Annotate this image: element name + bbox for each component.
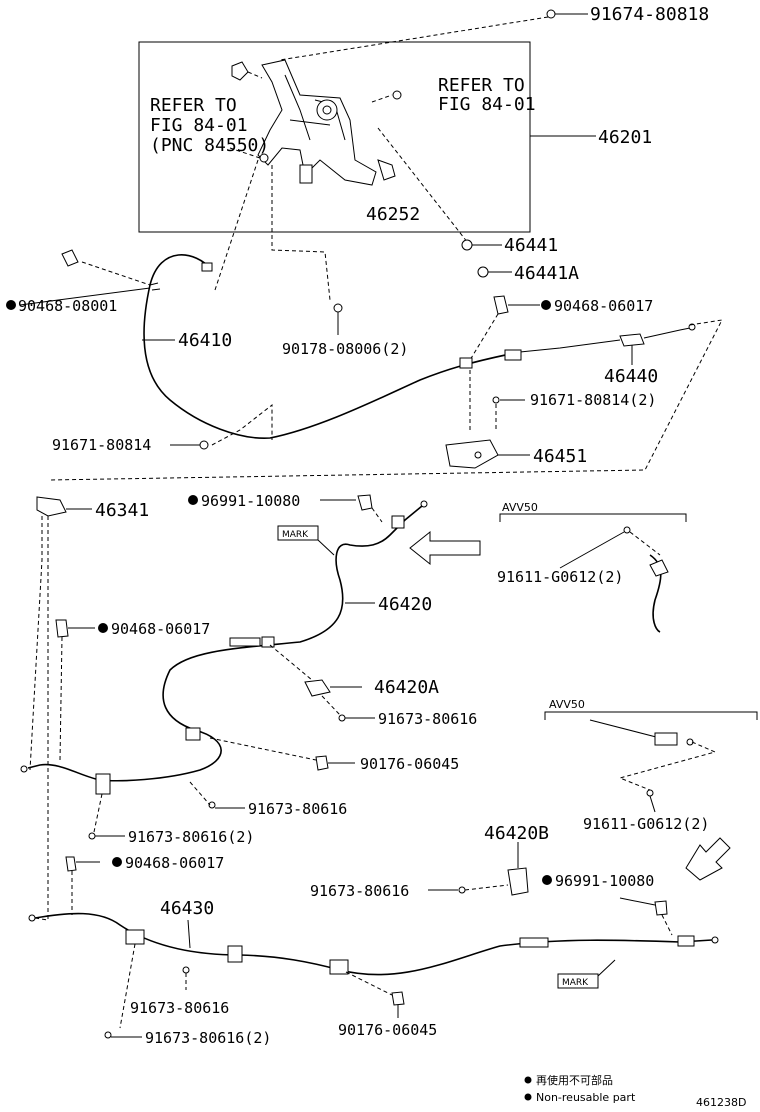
- label-91673-80616-2a: 91673-80616(2): [128, 828, 254, 846]
- label-90176-06045-lower: 90176-06045: [338, 1021, 437, 1039]
- bolt-icon: [546, 9, 556, 19]
- variant-box-upper: [499, 513, 687, 522]
- label-91673-80616-d: 91673-80616: [130, 999, 229, 1017]
- clip-46341-icon: [36, 496, 67, 517]
- label-46420: 46420: [378, 594, 432, 615]
- label-91673-80616-b: 91673-80616: [248, 800, 347, 818]
- label-90178-08006: 90178-08006(2): [282, 340, 408, 358]
- label-91673-80616-a: 91673-80616: [378, 710, 477, 728]
- bolt-90178-icon: [333, 303, 343, 313]
- label-46451: 46451: [533, 446, 587, 467]
- clip-46441-icon: [461, 239, 473, 251]
- clip-90468-08001-icon: [61, 249, 79, 267]
- legend-en: Non-reusable part: [536, 1091, 636, 1104]
- label-90468-06017-mid: 90468-06017: [111, 620, 210, 638]
- label-46420a: 46420A: [374, 677, 439, 698]
- variant-label-upper: AVV50: [502, 501, 538, 514]
- refer-left-line3: (PNC 84550): [150, 135, 269, 156]
- mark-label-upper: MARK: [282, 530, 309, 540]
- label-46410: 46410: [178, 330, 232, 351]
- bracket-46451-icon: [445, 439, 499, 469]
- label-91673-80616-c: 91673-80616: [310, 882, 409, 900]
- label-90468-06017-low: 90468-06017: [125, 854, 224, 872]
- label-90176-06045-mid: 90176-06045: [360, 755, 459, 773]
- label-96991-10080-lower: 96991-10080: [555, 872, 654, 890]
- clip-90468-06017-mid-icon: [55, 619, 69, 638]
- clip-46441a-icon: [477, 266, 489, 278]
- cable-46420: [27, 505, 423, 782]
- bracket-46420b-icon: [507, 867, 529, 896]
- label-91611-g0612-lower: 91611-G0612(2): [583, 815, 709, 833]
- label-46252: 46252: [366, 204, 420, 225]
- label-91674-80818: 91674-80818: [590, 4, 709, 25]
- pedal-assembly-drawing: [229, 59, 402, 186]
- clip-90468-06017-icon: [493, 295, 509, 315]
- label-46441: 46441: [504, 235, 558, 256]
- bracket-46420a-icon: [304, 679, 331, 697]
- clip-96991-icon: [357, 494, 373, 511]
- clip-90468-06017-low-icon: [65, 856, 77, 872]
- mark-box-lower: [557, 973, 599, 989]
- mark-box-upper: [277, 525, 319, 541]
- label-46341: 46341: [95, 500, 149, 521]
- label-46430: 46430: [160, 898, 214, 919]
- label-91671-80814: 91671-80814: [52, 436, 151, 454]
- label-46440: 46440: [604, 366, 658, 387]
- refer-right-line2: FIG 84-01: [438, 94, 536, 115]
- cable-46410: [143, 254, 521, 439]
- label-90468-08001: 90468-08001: [18, 297, 117, 315]
- clip-96991-lower-icon: [654, 900, 668, 916]
- variant-label-lower: AVV50: [549, 698, 585, 711]
- cable-46430: [34, 912, 713, 976]
- clip-90176-icon: [315, 755, 329, 771]
- legend-dot-en: [524, 1093, 532, 1101]
- equalizer-46440-icon: [619, 333, 645, 347]
- label-91611-g0612-upper: 91611-G0612(2): [497, 568, 623, 586]
- label-96991-10080-upper: 96991-10080: [201, 492, 300, 510]
- label-46201: 46201: [598, 127, 652, 148]
- variant-box-lower: [544, 711, 758, 720]
- refer-left-line2: FIG 84-01: [150, 115, 248, 136]
- label-46441a: 46441A: [514, 263, 579, 284]
- refer-right-line1: REFER TO: [438, 75, 525, 96]
- clip-90176-lower-icon: [391, 991, 405, 1006]
- label-46420b: 46420B: [484, 823, 549, 844]
- arrow-down-right-icon: [685, 837, 731, 881]
- legend-dot-jp: [524, 1076, 532, 1084]
- arrow-left-icon: [409, 530, 481, 566]
- label-91673-80616-2b: 91673-80616(2): [145, 1029, 271, 1047]
- label-91671-80814-2: 91671-80814(2): [530, 391, 656, 409]
- mark-label-lower: MARK: [562, 978, 589, 988]
- refer-left-line1: REFER TO: [150, 95, 237, 116]
- legend-jp: 再使用不可部品: [536, 1073, 613, 1087]
- assembly-box-46201: [138, 41, 531, 233]
- label-90468-06017-upper: 90468-06017: [554, 297, 653, 315]
- diagram-id: 461238D: [696, 1096, 746, 1109]
